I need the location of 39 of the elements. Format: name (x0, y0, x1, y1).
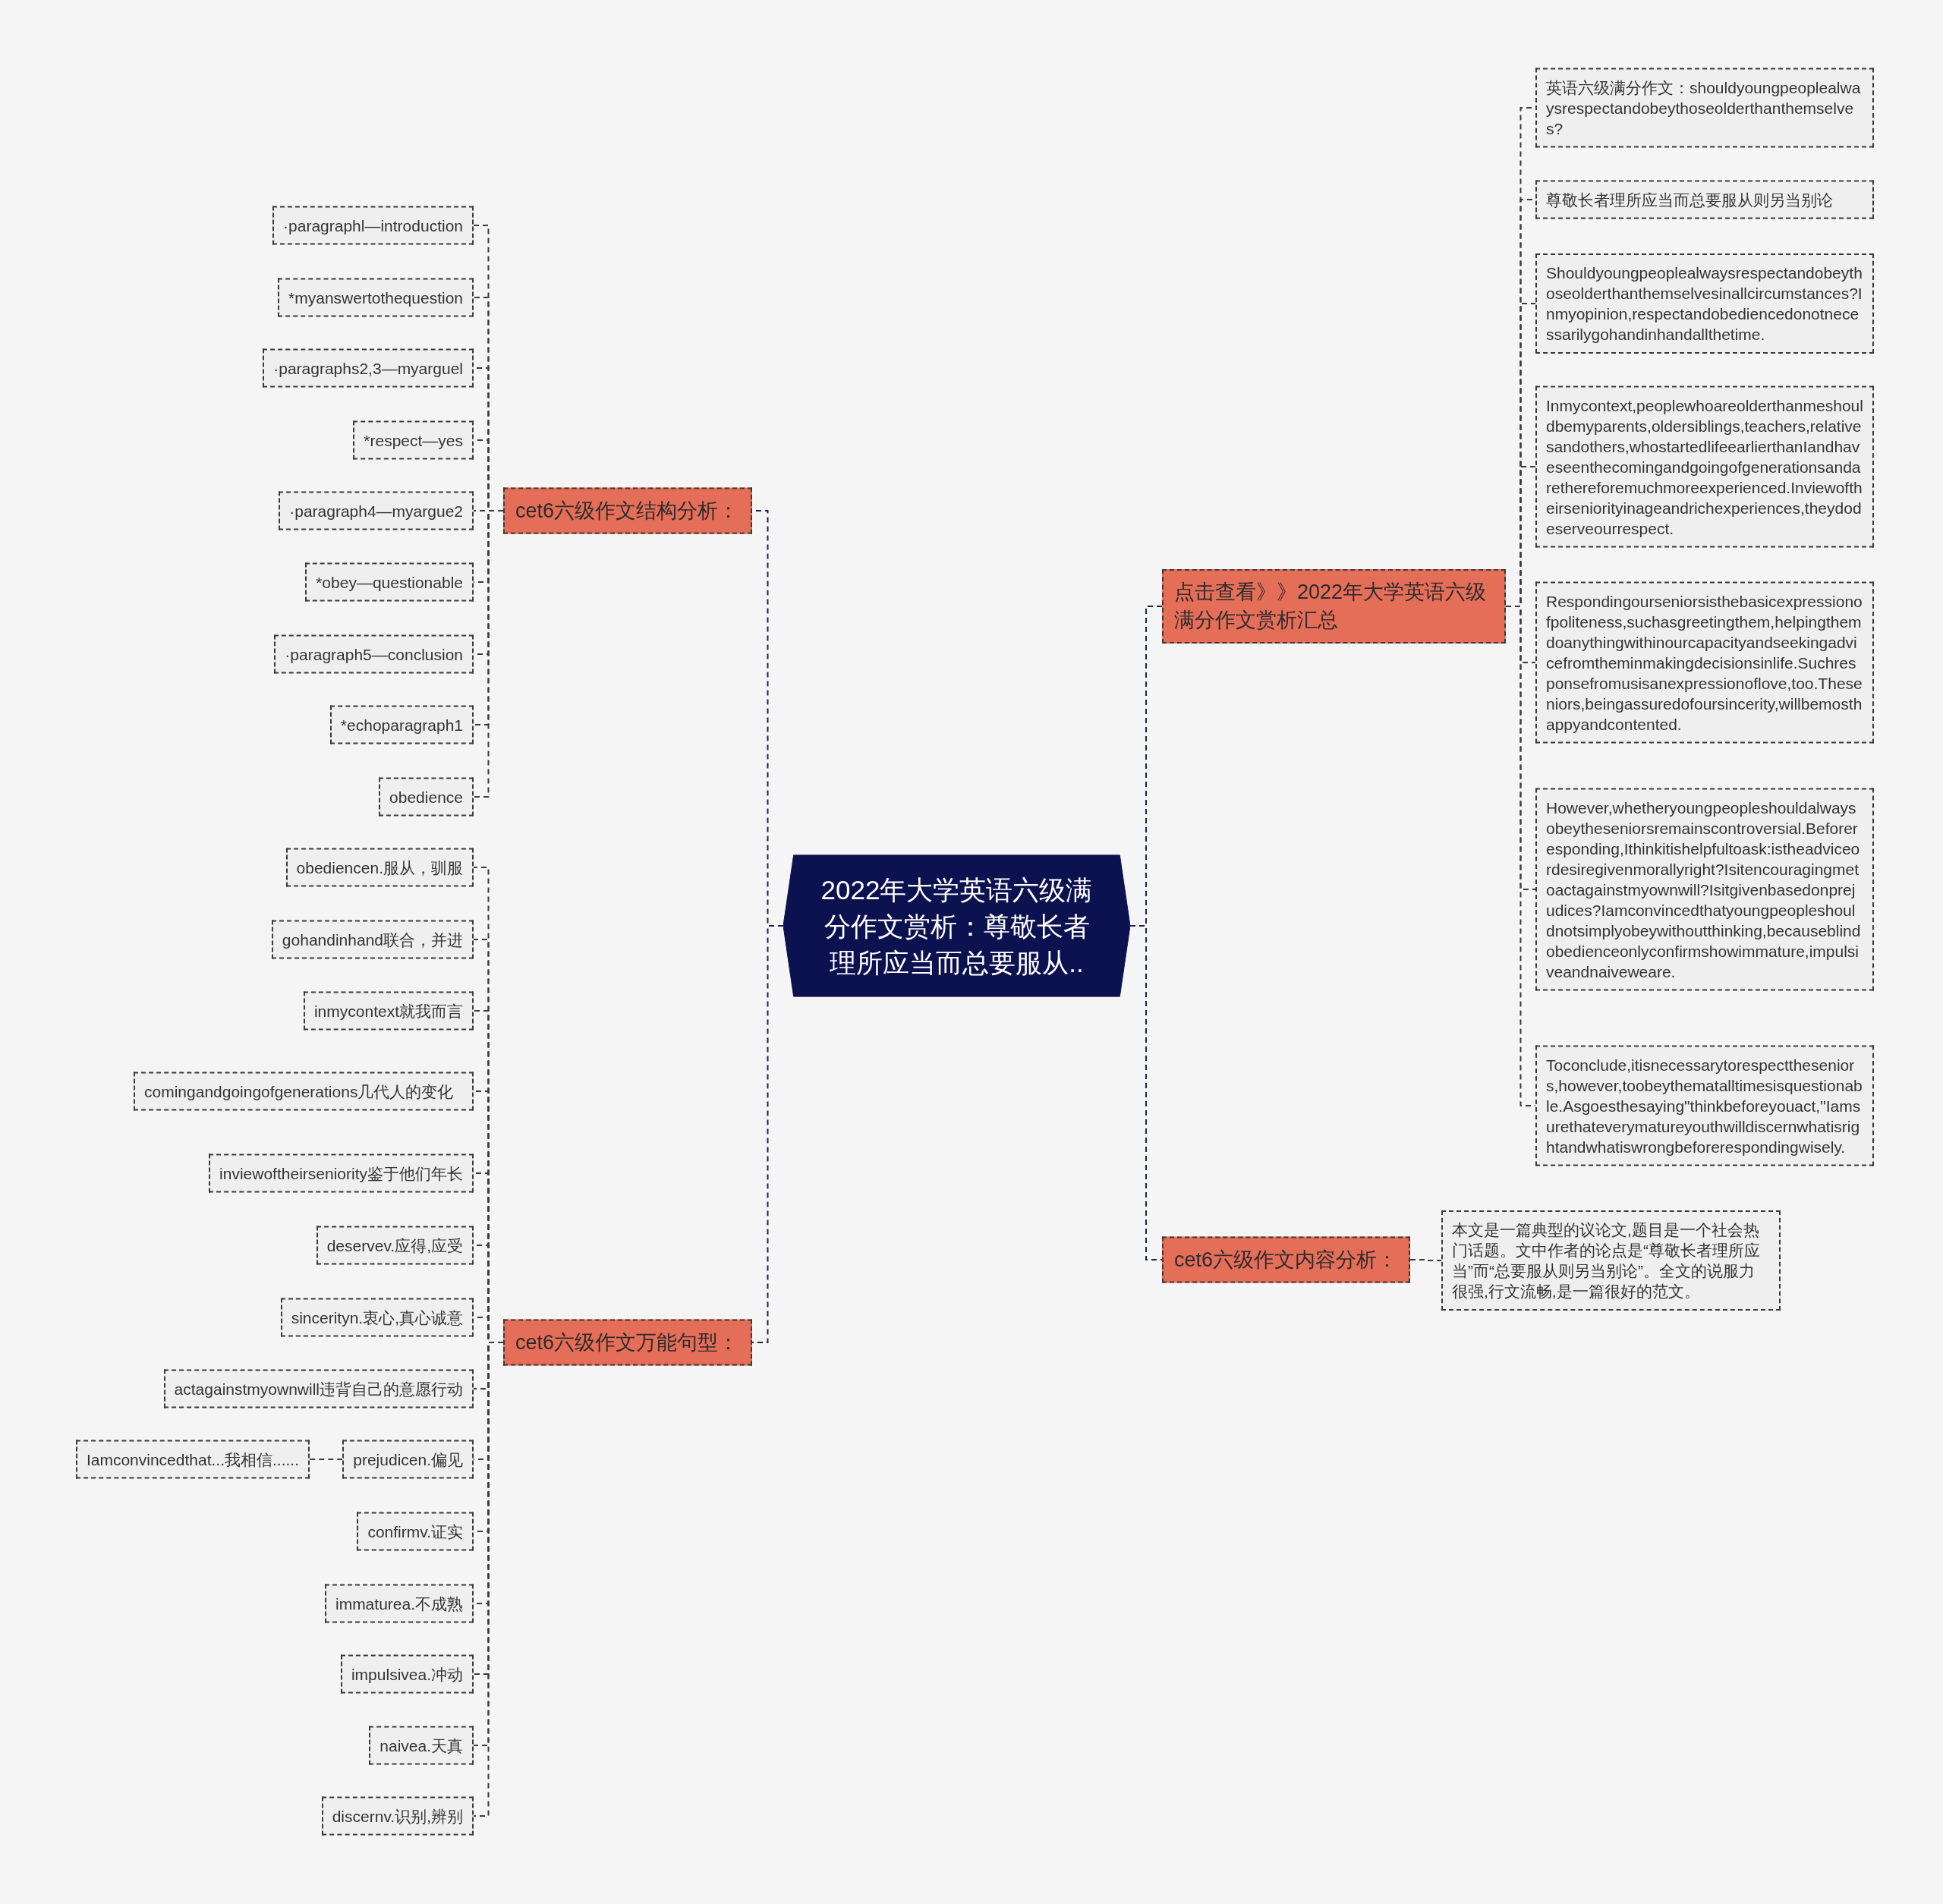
subtopic-box: obedience (379, 777, 474, 817)
subtopic-box: inviewoftheirseniority鉴于他们年长 (209, 1153, 474, 1193)
subtopic-box: naivea.天真 (369, 1726, 474, 1765)
subtopic-box: impulsivea.冲动 (340, 1654, 474, 1694)
subtopic-box: ·paragraph4—myargue2 (279, 491, 474, 530)
topic-box: 点击查看》》2022年大学英语六级满分作文赏析汇总 (1162, 569, 1506, 644)
subtopic-box: gohandinhand联合，并进 (271, 920, 474, 959)
central-topic: 2022年大学英语六级满分作文赏析：尊敬长者理所应当而总要服从.. (783, 854, 1130, 997)
subtopic-box: *echoparagraph1 (329, 705, 474, 744)
connector-line (1409, 1259, 1442, 1261)
subtopic-box: obediencen.服从，驯服 (285, 848, 474, 887)
subtopic-box: *myanswertothequestion (278, 278, 474, 317)
subtopic-box: actagainstmyownwill违背自己的意愿行动 (163, 1369, 474, 1408)
subtopic-box: inmycontext就我而言 (303, 991, 474, 1031)
subtopic-box: *obey—questionable (305, 562, 474, 602)
subtopic-box: Iamconvincedthat...我相信...... (75, 1440, 310, 1479)
subtopic-box: Toconclude,itisnecessarytorespecttheseniors,however,toobeythematalltimesisquestionable.Asgoesthesaying"thinkbeforeyouact,"Iamsurethateverymatureyouthwilldiscernwhatisrightandwhatiswrongbeforerespondingwisely. (1535, 1045, 1874, 1166)
subtopic-box: 英语六级满分作文：shouldyoungpeoplealwaysrespectandobeythoseolderthanthemselves? (1535, 68, 1874, 148)
topic-box: cet6六级作文内容分析： (1162, 1236, 1410, 1283)
topic-box: cet6六级作文结构分析： (503, 487, 752, 534)
subtopic-box: However,whetheryoungpeopleshouldalwaysobeytheseniorsremainscontroversial.Beforeresponding,Ithinkitishelpfultoask:istheadviceordesiregivenmorallyright?Isitencouragingmetoactagainstmyownwill?Isitgivenbasedonprejudices?Iamconvincedthatyoungpeopleshouldnotsimplyobeywithoutthinking,becauseblindobedienceonlyconfirmshowimmature,impulsiveandnaiveweare. (1535, 788, 1874, 991)
subtopic-box: 尊敬长者理所应当而总要服从则另当别论 (1535, 180, 1874, 219)
subtopic-box: prejudicen.偏见 (342, 1440, 474, 1479)
subtopic-box: Respondingourseniorsisthebasicexpressionofpoliteness,suchasgreetingthem,helpingthemdoanythingwithinourcapacityandseekingadvicefromtheminmakingdecisionsinlife.Suchresponsefromusisanexpressionoflove,too.Theseniors,beingassuredofoursincerity,willbemosthappyandcontented. (1535, 581, 1874, 744)
subtopic-box: confirmv.证实 (357, 1512, 474, 1551)
subtopic-box: sincerityn.衷心,真心诚意 (280, 1298, 474, 1337)
subtopic-box: ·paragraph5—conclusion (274, 634, 474, 674)
subtopic-box: Inmycontext,peoplewhoareolderthanmeshouldbemyparents,oldersiblings,teachers,relativesandothers,whostartedlifeearlierthanIandhaveseenthecomingandgoingofgenerationsandarethereforemuchmoreexperienced.Inviewoftheirseniorityinageandrichexperiences,theydodeserveourrespect. (1535, 386, 1874, 548)
subtopic-box: deservev.应得,应受 (316, 1226, 474, 1265)
connector-line (309, 1459, 344, 1460)
subtopic-box: Shouldyoungpeoplealwaysrespectandobeythoseolderthanthemselvesinallcircumstances?Inmyopinion,respectandobediencedonotnecessarilygohandinhandallthetime. (1535, 253, 1874, 354)
subtopic-box: immaturea.不成熟 (324, 1584, 474, 1623)
subtopic-box: *respect—yes (353, 420, 474, 460)
subtopic-box: comingandgoingofgenerations几代人的变化 (134, 1072, 474, 1111)
subtopic-box: ·paragraphs2,3—myarguel (263, 348, 474, 388)
subtopic-box: discernv.识别,辨别 (321, 1796, 474, 1836)
topic-box: cet6六级作文万能句型： (503, 1319, 752, 1366)
subtopic-box: 本文是一篇典型的议论文,题目是一个社会热门话题。文中作者的论点是“尊敬长者理所应当”而“总要服从则另当别论”。全文的说服力很强,行文流畅,是一篇很好的范文。 (1441, 1210, 1781, 1311)
subtopic-box: ·paragraphl—introduction (272, 206, 474, 245)
